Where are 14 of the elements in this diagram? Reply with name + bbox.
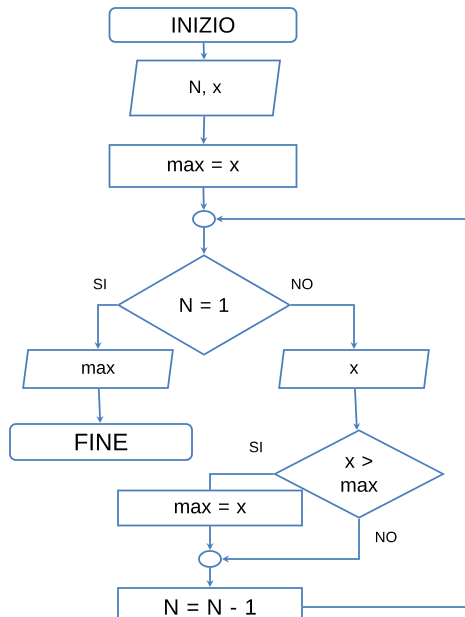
- process-box: max = x: [108, 144, 298, 188]
- process-box: N = N - 1: [117, 587, 303, 617]
- edge-label: SI: [248, 440, 264, 454]
- terminal-box: FINE: [9, 423, 193, 461]
- edge-label: SI: [92, 278, 108, 290]
- connector-circle: [192, 210, 216, 228]
- io-parallelogram: N, x: [129, 60, 282, 116]
- edge-label: NO: [290, 278, 314, 290]
- process-box: max = x: [117, 490, 303, 526]
- edge-label: NO: [374, 530, 398, 544]
- io-parallelogram: x: [278, 349, 430, 389]
- io-parallelogram: max: [22, 349, 174, 389]
- terminal-box: INIZIO: [108, 7, 298, 43]
- connector-circle: [198, 550, 222, 568]
